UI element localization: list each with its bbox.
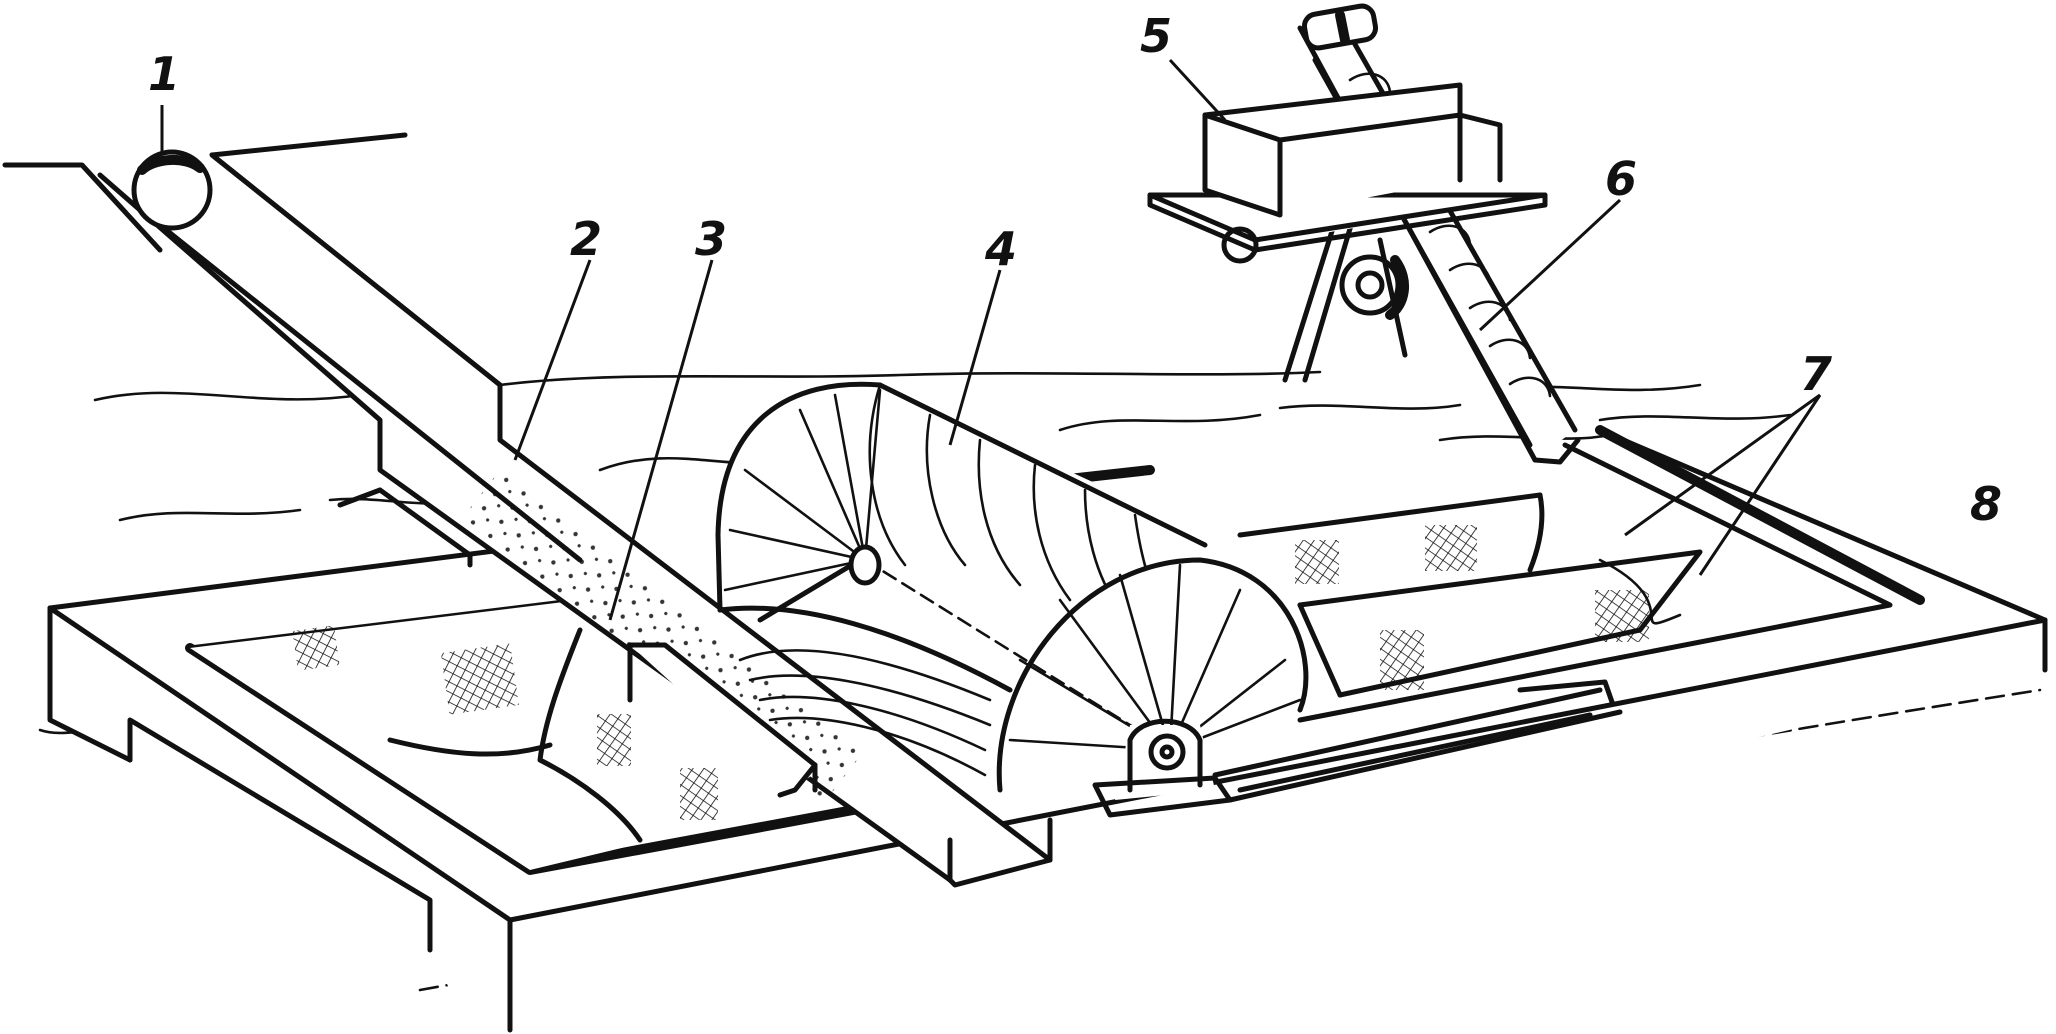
label-4: 4	[984, 222, 1017, 276]
callout-lines	[160, 58, 1822, 621]
chute-rail	[1212, 679, 1623, 803]
label-2: 2	[570, 212, 602, 266]
label-1: 1	[148, 47, 180, 101]
left-hopper	[190, 487, 800, 870]
right-screens	[1237, 492, 1710, 698]
label-3: 3	[695, 212, 727, 266]
screw-conveyor	[1282, 3, 1581, 465]
water-surface	[93, 370, 1792, 522]
ball-valve	[131, 149, 213, 231]
label-8: 8	[1970, 477, 2002, 531]
receiving-cart	[1147, 82, 1548, 320]
label-5: 5	[1140, 9, 1172, 63]
label-7: 7	[1800, 347, 1832, 401]
label-6: 6	[1605, 152, 1637, 206]
part-labels: 1 2 3 4 5 6 7 8	[148, 9, 2002, 531]
drum-screen	[715, 381, 1309, 818]
divider-plate	[627, 642, 820, 798]
